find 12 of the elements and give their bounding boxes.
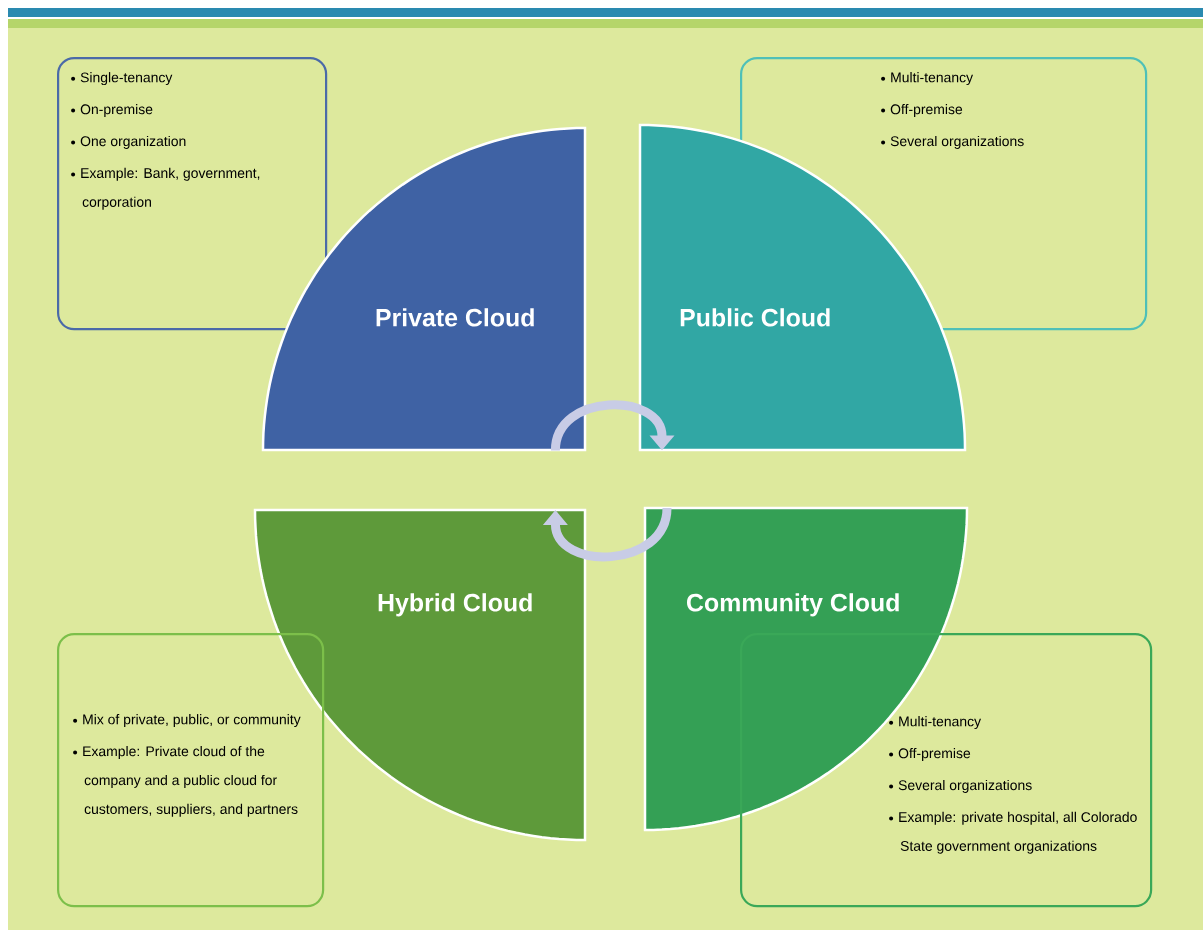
bullet-text: Off-premise (890, 104, 963, 117)
rounded-box (57, 633, 325, 908)
bullet-text: Single-tenancy (80, 72, 173, 86)
rounded-box (57, 57, 328, 331)
bullet-text: Multi-tenancy (891, 72, 973, 86)
bullet-text: On-premise (80, 104, 153, 117)
bullet-text: One organization (80, 135, 186, 149)
curved-arrow (550, 400, 675, 452)
bullet-text: Off-premise (898, 748, 971, 761)
rounded-box (740, 633, 1153, 908)
bullet-text: Example: Bank, government, corporation (81, 167, 260, 210)
curved-arrow (542, 507, 672, 562)
